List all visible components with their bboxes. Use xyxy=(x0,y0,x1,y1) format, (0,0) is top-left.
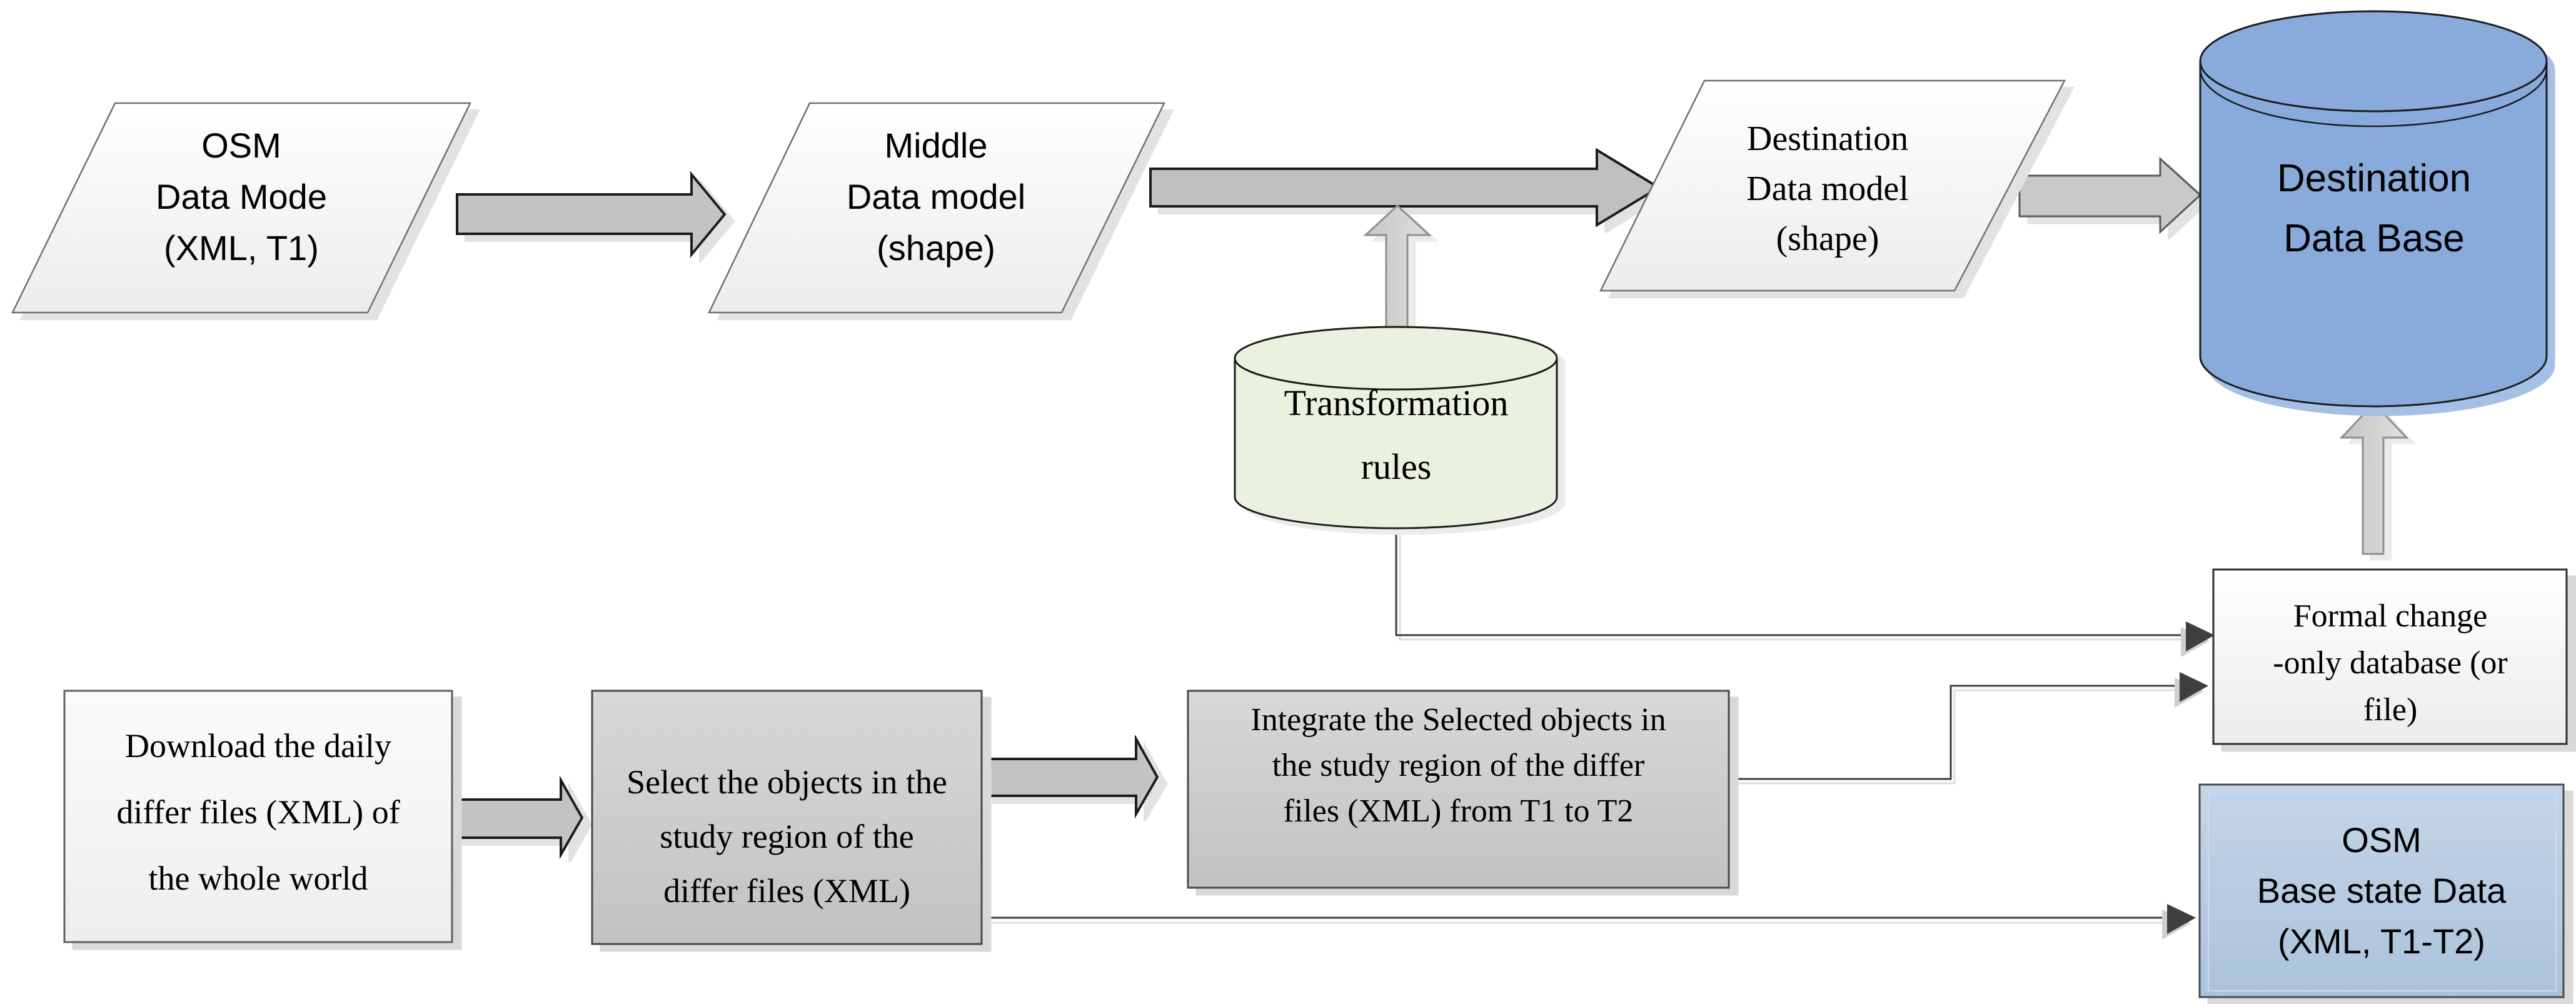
select-objects-label: Select the objects in the study region o… xyxy=(592,755,982,918)
osm-base-state-label: OSM Base state Data (XML, T1-T2) xyxy=(2200,815,2563,966)
node-download-daily xyxy=(63,690,453,943)
formal-change-label: Formal change -only database (or file) xyxy=(2216,593,2564,733)
label-line: (XML, T1) xyxy=(164,228,319,268)
label-line: Data model xyxy=(846,177,1026,216)
label-line: Base state Data xyxy=(2257,871,2507,910)
node-middle-data-model xyxy=(708,102,1166,314)
connector-shadows xyxy=(985,533,2195,924)
base-state-inner-line xyxy=(2208,791,2557,991)
label-line: the whole world xyxy=(148,860,368,897)
integrate-to-formal-connector xyxy=(1729,685,2186,780)
arrow-formal-to-database xyxy=(2339,401,2409,555)
label-line: Transformation xyxy=(1284,383,1509,423)
label-line: OSM xyxy=(201,126,281,165)
arrow-rules-to-pipeline xyxy=(1363,204,1432,328)
node-integrate-objects xyxy=(1187,690,1730,889)
database-cylinder-body xyxy=(2199,61,2548,408)
integrate-to-formal-connector-shadow xyxy=(1733,689,2188,785)
label-line: the study region of the differ xyxy=(1272,748,1645,783)
middle-data-model-label: Middle Data model (shape) xyxy=(730,120,1142,274)
destination-database-label: Destination Data Base xyxy=(2201,149,2547,269)
label-line: Data Mode xyxy=(156,177,327,216)
arrow-osm-to-middle xyxy=(456,171,727,258)
database-cylinder-rim xyxy=(2199,68,2548,128)
label-line: files (XML) from T1 to T2 xyxy=(1283,793,1634,829)
label-line: differ files (XML) of xyxy=(116,793,400,831)
label-line: Formal change xyxy=(2293,598,2488,634)
arrow-download-to-select xyxy=(447,775,584,860)
label-line: differ files (XML) xyxy=(663,872,910,910)
rules-cylinder-top xyxy=(1234,326,1558,391)
label-line: Data Base xyxy=(2283,217,2465,260)
label-line: Middle xyxy=(884,126,988,165)
label-line: (shape) xyxy=(877,228,995,268)
arrow-middle-to-destination xyxy=(1149,148,1661,228)
arrowhead-into-base-state xyxy=(2167,904,2196,934)
label-line: Download the daily xyxy=(125,727,391,765)
label-line: -only database (or xyxy=(2273,645,2508,681)
arrowhead-into-formal-bottom xyxy=(2180,672,2208,702)
arrow-destination-model-to-database xyxy=(2018,156,2202,234)
label-line: Destination xyxy=(1746,119,1909,158)
label-line: (shape) xyxy=(1776,219,1879,258)
label-line: (XML, T1-T2) xyxy=(2278,921,2485,961)
node-select-objects xyxy=(591,690,983,945)
download-daily-label: Download the daily differ files (XML) of… xyxy=(64,713,452,911)
base-state-rect xyxy=(2198,783,2565,998)
node-osm-base-state xyxy=(2198,783,2565,998)
transformation-rules-label: Transformation rules xyxy=(1237,371,1556,499)
label-line: Select the objects in the xyxy=(626,763,947,801)
arrow-select-to-integrate xyxy=(983,734,1159,819)
osm-data-model-label: OSM Data Mode (XML, T1) xyxy=(35,120,448,274)
label-line: rules xyxy=(1361,446,1432,487)
label-line: Data model xyxy=(1746,169,1909,208)
node-destination-data-model xyxy=(1599,79,2066,292)
node-formal-change xyxy=(2212,568,2568,745)
label-line: study region of the xyxy=(660,818,914,855)
node-destination-database xyxy=(2199,10,2548,408)
rules-to-formal-connector-shadow xyxy=(1399,533,2195,641)
label-line: file) xyxy=(2363,692,2418,728)
arrowhead-into-formal-top xyxy=(2186,621,2215,651)
database-cylinder-top xyxy=(2199,10,2548,113)
integrate-objects-label: Integrate the Selected objects in the st… xyxy=(1188,697,1729,834)
label-line: OSM xyxy=(2342,820,2422,860)
rules-to-formal-connector xyxy=(1395,530,2192,636)
node-transformation-rules xyxy=(1234,326,1558,530)
rules-cylinder-body xyxy=(1234,358,1558,530)
label-line: Integrate the Selected objects in xyxy=(1250,702,1666,738)
destination-data-model-label: Destination Data model (shape) xyxy=(1621,114,2034,264)
connectors xyxy=(982,530,2192,919)
label-line: Destination xyxy=(2277,157,2472,200)
connector-arrowheads xyxy=(2162,621,2215,940)
node-osm-data-model xyxy=(11,102,472,314)
